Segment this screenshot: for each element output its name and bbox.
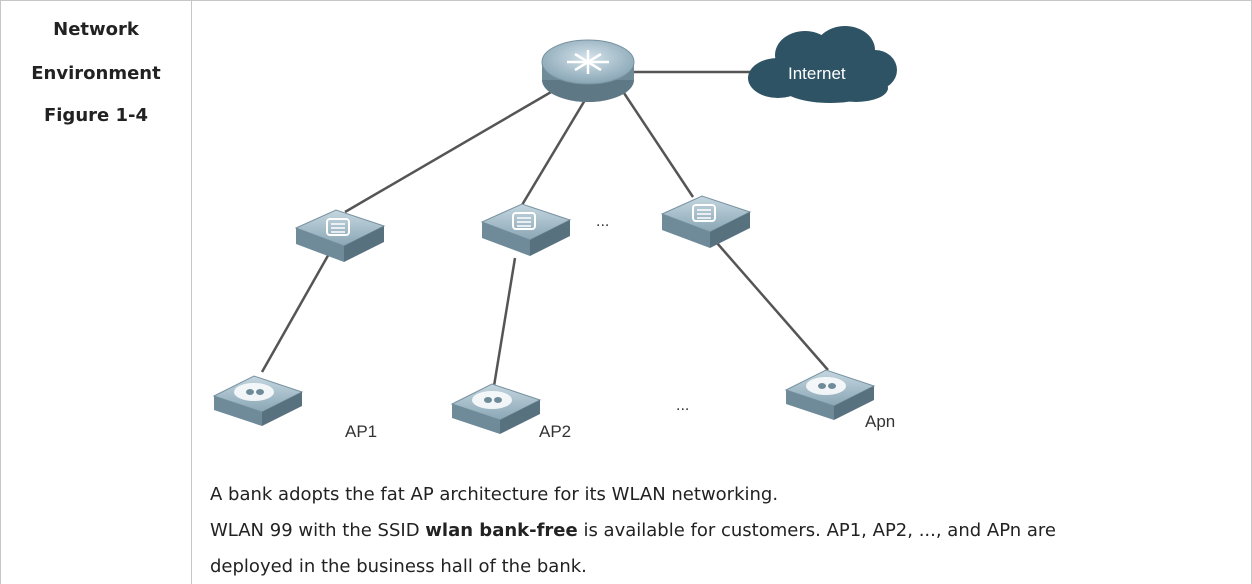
ap1-label: AP1 [345, 422, 377, 441]
network-links [260, 70, 829, 387]
row-label-environment: Environment [31, 63, 161, 84]
link-router-switch2 [520, 99, 587, 206]
description-paragraph-3: deployed in the business hall of the ban… [210, 556, 587, 577]
link-switch3-apn [716, 242, 829, 371]
para2-text-after: is available for customers. AP1, AP2, ..… [577, 520, 1056, 541]
switch-icon-1 [294, 209, 386, 262]
ap-icon-2 [450, 383, 542, 434]
link-router-switch1 [344, 86, 559, 214]
internet-cloud [748, 26, 897, 103]
router-icon [541, 39, 635, 102]
ap-icon-1 [212, 375, 304, 426]
internet-label: Internet [788, 64, 846, 83]
ssid-name: wlan bank-free [425, 520, 578, 541]
ap-ellipsis: ... [676, 397, 689, 414]
switch-ellipsis: ... [596, 213, 609, 230]
switch-icon-3 [660, 195, 752, 248]
link-switch1-ap1 [260, 251, 332, 373]
row-label-figure: Figure 1-4 [43, 105, 149, 126]
para2-text-before: WLAN 99 with the SSID [210, 520, 426, 541]
switch-icon-2 [480, 203, 572, 256]
row-label-network: Network [53, 19, 139, 40]
ap-icon-n [784, 369, 876, 420]
apn-label: Apn [865, 412, 895, 431]
ap2-label: AP2 [539, 422, 571, 441]
network-topology-diagram: Internet ... [212, 26, 897, 441]
row-label-cell: Network Environment Figure 1-4 [0, 0, 192, 584]
description-paragraph-1: A bank adopts the fat AP architecture fo… [210, 484, 779, 505]
link-switch2-ap2 [492, 257, 517, 387]
link-router-switch3 [620, 89, 695, 198]
description-paragraph-2: WLAN 99 with the SSID wlan bank-free is … [210, 520, 1056, 541]
